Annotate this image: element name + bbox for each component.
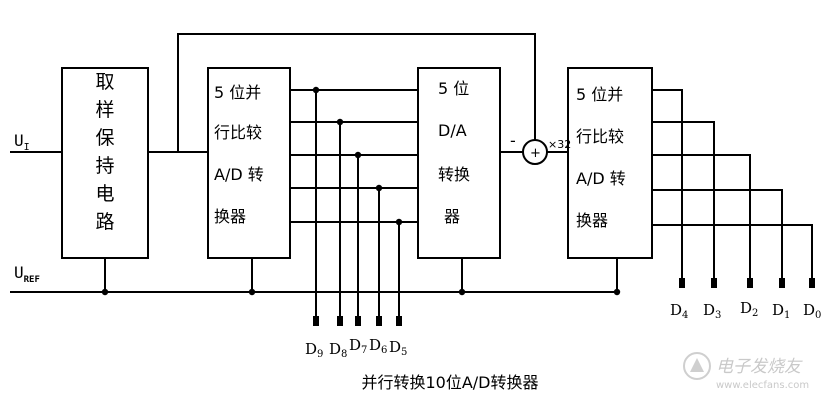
pin-d8 — [337, 316, 343, 326]
svg-text:转换: 转换 — [438, 165, 470, 184]
da-converter-block — [417, 67, 501, 259]
svg-text:5 位并: 5 位并 — [214, 83, 261, 102]
summer-circle — [522, 139, 548, 165]
label-d7: D7 — [349, 336, 367, 356]
svg-text:D/A: D/A — [438, 121, 467, 140]
svg-text:样: 样 — [95, 99, 114, 121]
label-d5: D5 — [389, 338, 407, 358]
ad-converter-2-block — [567, 67, 653, 259]
pin-d2 — [747, 278, 753, 288]
svg-text:A/D 转: A/D 转 — [576, 169, 626, 188]
summer-plus: + — [530, 146, 541, 161]
svg-text:路: 路 — [95, 211, 114, 233]
pin-d9 — [313, 316, 319, 326]
label-d1: D1 — [772, 301, 790, 321]
summer-minus: - — [510, 131, 516, 150]
svg-text:5 位并: 5 位并 — [576, 85, 623, 104]
ad1-label: 5 位并 行比较 A/D 转 换器 — [214, 83, 264, 226]
summer-gain: ×32 — [548, 138, 571, 151]
svg-text:持: 持 — [95, 155, 114, 177]
watermark-cn: 电子发烧友 — [716, 357, 803, 377]
pin-d5 — [396, 316, 402, 326]
ad2-label: 5 位并 行比较 A/D 转 换器 — [576, 85, 626, 230]
junction-uref-dac — [458, 288, 466, 296]
pin-d1 — [779, 278, 785, 288]
svg-text:器: 器 — [444, 207, 460, 226]
svg-text:行比较: 行比较 — [576, 127, 624, 146]
label-d4: D4 — [670, 301, 688, 321]
diagram-caption: 并行转换10位A/D转换器 — [361, 373, 538, 392]
uref-label: UREF — [14, 263, 40, 285]
junction-d6 — [375, 184, 383, 192]
label-d9: D9 — [305, 340, 323, 360]
watermark-logo-icon — [683, 352, 711, 380]
svg-text:行比较: 行比较 — [214, 123, 262, 142]
outputs-high-labels: D9 D8 D7 D6 D5 — [305, 336, 407, 360]
ui-label: UI — [14, 131, 30, 153]
svg-text:换器: 换器 — [576, 211, 608, 230]
out-line-d2 — [652, 154, 751, 280]
svg-text:电: 电 — [95, 183, 114, 205]
ad-converter-1-block — [207, 67, 291, 259]
watermark: 电子发烧友 www.elecfans.com — [683, 352, 809, 391]
out-line-d3 — [652, 121, 715, 280]
feedback-wire — [177, 33, 536, 152]
junction-d8 — [336, 118, 344, 126]
pin-d4 — [679, 278, 685, 288]
label-d6: D6 — [369, 336, 387, 356]
junction-d7 — [354, 151, 362, 159]
out-line-d1 — [652, 189, 783, 280]
svg-text:取: 取 — [95, 71, 114, 93]
sample-hold-label: 取 样 保 持 电 路 — [95, 71, 114, 233]
junction-d5 — [395, 218, 403, 226]
pin-d3 — [711, 278, 717, 288]
svg-text:保: 保 — [95, 127, 114, 149]
watermark-url: www.elecfans.com — [716, 380, 809, 391]
svg-text:换器: 换器 — [214, 207, 246, 226]
svg-text:A/D 转: A/D 转 — [214, 165, 264, 184]
out-line-d4 — [652, 89, 683, 280]
sample-hold-block — [61, 67, 149, 259]
junction-uref-ad1 — [248, 288, 256, 296]
pin-d6 — [376, 316, 382, 326]
label-d8: D8 — [329, 340, 347, 360]
label-d0: D0 — [803, 301, 821, 321]
label-d2: D2 — [740, 299, 758, 319]
pin-d7 — [355, 316, 361, 326]
svg-text:5 位: 5 位 — [438, 79, 469, 98]
pin-d0 — [809, 278, 815, 288]
junction-uref-sh — [101, 288, 109, 296]
dac-label: 5 位 D/A 转换 器 — [438, 79, 470, 226]
outputs-low-labels: D4 D3 D2 D1 D0 — [670, 299, 821, 321]
junction-d9 — [312, 86, 320, 94]
junction-uref-ad2 — [613, 288, 621, 296]
label-d3: D3 — [703, 301, 721, 321]
out-line-d0 — [652, 224, 813, 280]
